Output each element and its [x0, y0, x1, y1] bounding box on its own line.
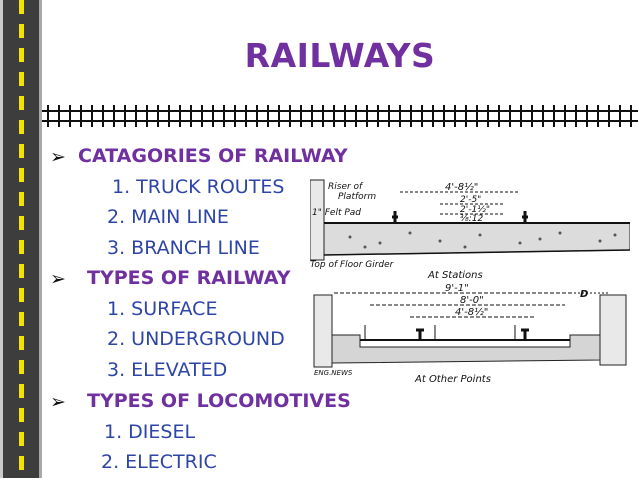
list-item: 2. UNDERGROUND — [107, 328, 285, 350]
drawing-label: D — [580, 289, 588, 300]
slide-title: RAILWAYS — [244, 36, 436, 75]
railway-track-divider — [42, 105, 638, 127]
drawing-label: 8'-0" — [460, 295, 484, 306]
road-edge-left — [0, 0, 3, 478]
arrow-bullet-icon: ➢ — [50, 391, 66, 413]
section-heading-categories: CATAGORIES OF RAILWAY — [78, 145, 348, 167]
figure-caption: At Stations — [427, 270, 483, 281]
list-item: 2. MAIN LINE — [107, 206, 229, 228]
road-center-dashes — [19, 0, 24, 478]
drawing-label: 4'-8½" — [455, 306, 488, 318]
drawing-label: ⅜:12 — [460, 214, 483, 224]
drawing-label: Platform — [338, 192, 376, 202]
list-item: 1. DIESEL — [104, 421, 196, 443]
drawing-label: ENG.NEWS — [314, 369, 353, 377]
section-heading-locomotives: TYPES OF LOCOMOTIVES — [87, 390, 351, 412]
other-points-section-drawing: 9'-1" 8'-0" 4'-8½" D ENG.NEWS At Other P… — [313, 283, 627, 385]
drawing-label: 2'-1½" — [460, 205, 490, 215]
railway-cross-section-figure: Riser of Platform 1" Felt Pad 4'-8½" 2'-… — [310, 179, 630, 385]
drawing-label: 2'-5" — [460, 195, 481, 205]
list-item: 1. TRUCK ROUTES — [112, 176, 285, 198]
list-item: 3. ELEVATED — [107, 359, 228, 381]
drawing-label: 1" Felt Pad — [312, 208, 361, 218]
drawing-label: 4'-8½" — [445, 181, 478, 193]
list-item: 3. BRANCH LINE — [107, 237, 260, 259]
arrow-bullet-icon: ➢ — [50, 146, 66, 168]
section-heading-railway-types: TYPES OF RAILWAY — [87, 267, 291, 289]
drawing-label: Riser of — [328, 182, 364, 192]
road-edge-right — [39, 0, 42, 478]
drawing-label: 9'-1" — [445, 283, 469, 294]
figure-caption: At Other Points — [414, 374, 491, 385]
drawing-label: Top of Floor Girder — [310, 260, 395, 270]
list-item: 2. ELECTRIC — [101, 451, 217, 473]
arrow-bullet-icon: ➢ — [50, 268, 66, 290]
list-item: 1. SURFACE — [107, 298, 218, 320]
station-section-drawing: Riser of Platform 1" Felt Pad 4'-8½" 2'-… — [310, 179, 630, 281]
